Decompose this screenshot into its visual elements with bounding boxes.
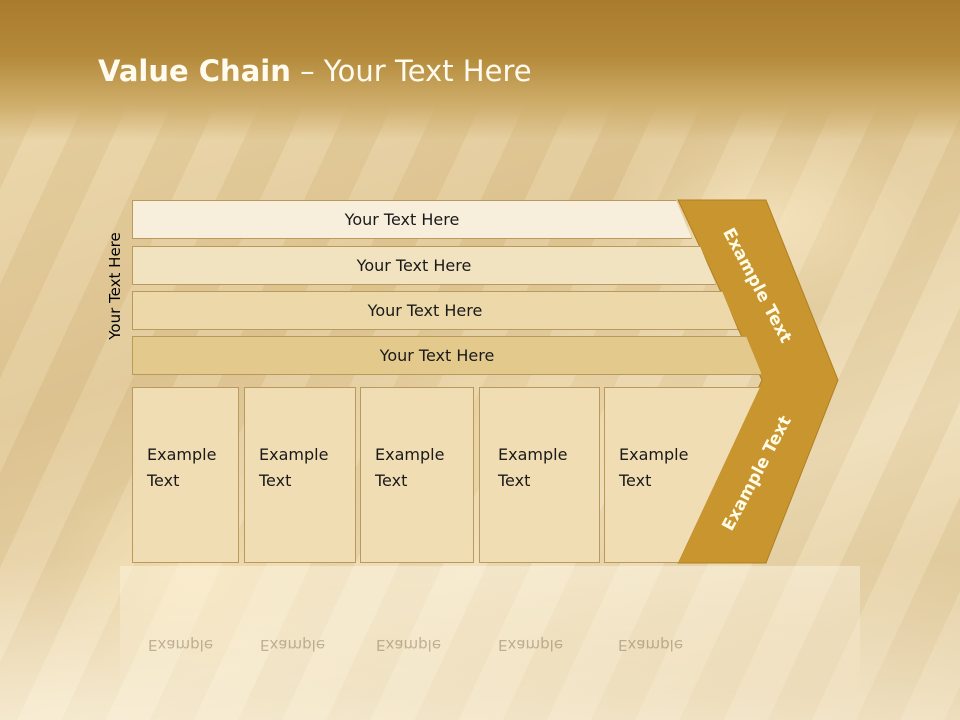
column-4-line2: Text [498, 471, 531, 490]
side-label: Your Text Here [106, 232, 124, 340]
bottom-fade [0, 560, 960, 720]
column-4-line1: Example [498, 445, 568, 464]
value-bar-3: Your Text Here [132, 291, 738, 330]
value-bar-2-label: Your Text Here [356, 256, 472, 275]
slide-title-rest: – Your Text Here [290, 54, 532, 88]
value-bar-4: Your Text Here [132, 336, 762, 375]
column-3-line1: Example [375, 445, 445, 464]
column-5-line1: Example [619, 445, 689, 464]
value-bar-3-label: Your Text Here [367, 301, 483, 320]
header-band [0, 0, 960, 140]
column-1-line1: Example [147, 445, 217, 464]
value-bar-1-label: Your Text Here [344, 210, 460, 229]
chevron-arrow [677, 199, 839, 564]
column-2-line2: Text [259, 471, 292, 490]
column-1-line2: Text [147, 471, 180, 490]
value-bar-1: Your Text Here [132, 200, 692, 239]
column-5-line2: Text [619, 471, 652, 490]
diagram-reflection: Example Example Example Example Example [120, 566, 860, 720]
slide-title-bold: Value Chain [98, 54, 291, 88]
column-3-line2: Text [375, 471, 408, 490]
slide-title: Value Chain – Your Text Here [98, 54, 532, 88]
value-bar-4-label: Your Text Here [379, 346, 495, 365]
value-bar-2: Your Text Here [132, 246, 716, 285]
column-2-line1: Example [259, 445, 329, 464]
